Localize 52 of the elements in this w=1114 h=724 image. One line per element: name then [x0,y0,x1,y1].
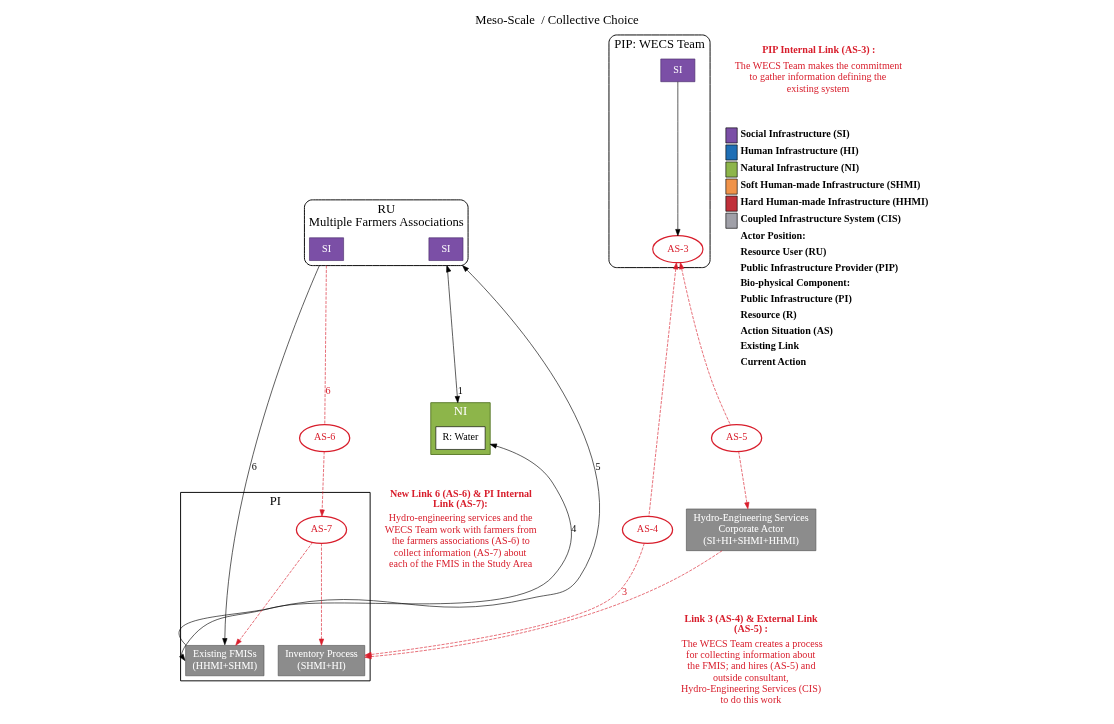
legend-label: Action Situation (AS) [740,324,833,336]
legend-label: Bio-physical Component: [740,277,851,289]
node-ellipse: AS-3 [652,235,704,264]
legend-label: Natural Infrastructure (NI) [740,162,860,174]
label: New Link 6 (AS-6) & PI Internal Link (AS-7): [390,487,532,509]
legend-label: Resource User (RU) [740,245,827,257]
connector [324,265,327,425]
edge-label: 5 [595,460,601,472]
arrow [738,451,750,510]
arrow [446,265,460,403]
legend-label: Actor Position: [740,229,806,241]
legend-label: Existing Link [740,340,800,352]
node-ellipse: AS-4 [621,515,674,544]
node-ellipse: AS-5 [710,423,763,453]
arrow [318,543,324,646]
arrow [222,265,320,646]
legend-label: Hard Human-made Infrastructure (HHMI) [740,196,929,208]
node-box: Existing FMISs (HHMI+SHMI) [185,645,265,677]
arrow [235,542,313,646]
label: Link 3 (AS-4) & External Link (AS-5) : [684,612,818,635]
edge-label: 6 [251,460,257,472]
node-box: SI [309,237,344,261]
arrow [679,262,731,426]
label: The WECS Team makes the commitment to gather information defining the existing system [734,59,903,94]
node-ellipse: AS-6 [298,423,351,453]
legend-label: Coupled Infrastructure System (CIS) [740,213,901,225]
legend-label: Social Infrastructure (SI) [740,128,850,140]
legend-label: Public Infrastructure Provider (PIP) [740,261,899,273]
label: Hydro-engineering services and the WECS Team work with farmers from the farmers associations (AS-6) to collect information (AS-7) about each of the FMIS in the Study Area [384,512,537,569]
edge-label: 6 [325,385,331,397]
arrow [648,262,679,517]
legend-label: Current Action [740,356,807,368]
node-box: SI [428,237,464,261]
arrow [319,451,325,517]
legend-label: Resource (R) [740,308,797,320]
edge-label: 3 [621,585,627,597]
legend-label: Human Infrastructure (HI) [740,145,859,157]
node-box: Inventory Process (SHMI+HI) [277,645,366,677]
diagram-title: Meso-Scale / Collective Choice [475,12,639,27]
edge-label: 4 [571,523,577,535]
arrow [179,443,572,661]
arrow [675,81,681,237]
label: The WECS Team creates a process for collecting information about the FMIS; and hires (AS-5) and outside consultant, Hydro-Engineering Services (CIS) to do this work [681,637,823,706]
node-box: Hydro-Engineering Services Corporate Actor (SI+HI+SHMI+HHMI) [686,508,817,551]
arrow [178,265,600,646]
node-box: R: Water [435,426,486,450]
node-ellipse: AS-7 [295,515,348,544]
legend-label: Public Infrastructure (PI) [740,293,852,305]
node-box: SI [660,58,696,83]
edge-label: 1 [457,385,463,397]
legend-label: Soft Human-made Infrastructure (SHMI) [740,179,921,191]
label: PIP Internal Link (AS-3) : [762,44,876,56]
